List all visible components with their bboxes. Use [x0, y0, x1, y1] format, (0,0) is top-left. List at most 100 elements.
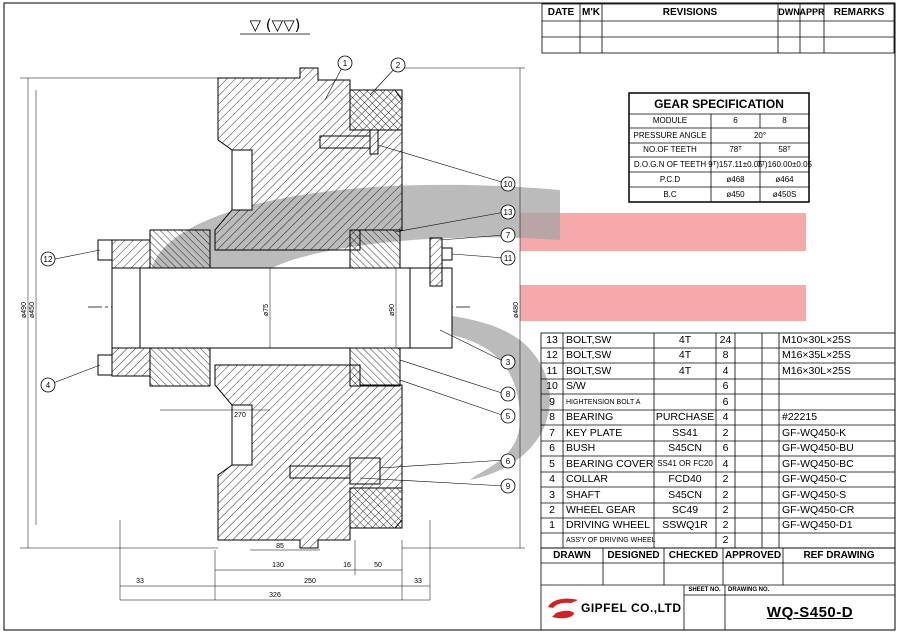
balloon-7: [500, 227, 516, 243]
bom-name: BOLT,SW: [566, 334, 612, 347]
revisions-table: [541, 3, 895, 54]
rev-col-remarks: REMARKS: [833, 6, 885, 18]
bom-no: 2: [549, 504, 555, 517]
balloon-label: 8: [506, 390, 511, 399]
company-name: GIPFEL CO.,LTD: [581, 601, 682, 615]
bom-material: S45CN: [668, 488, 702, 501]
balloon-label: 5: [506, 412, 511, 421]
bom-material: 4T: [678, 364, 692, 377]
gear-spec-value: 9ᵀ)157.11±0.05: [708, 159, 763, 169]
balloon-1: [337, 55, 353, 71]
balloon-3: [500, 354, 516, 370]
tb-designed: DESIGNED: [607, 549, 660, 561]
bom-name: BUSH: [566, 442, 596, 455]
bom-name: BEARING COVER: [566, 457, 654, 470]
bom-qty: 2: [722, 504, 729, 517]
dim-text: ø450: [29, 302, 36, 318]
rev-col-dwn: DWN: [778, 7, 800, 17]
balloon-label: 10: [504, 180, 513, 189]
bom-no: 10: [546, 380, 558, 393]
balloon-11: [500, 250, 516, 266]
gear-spec-value: 20°: [753, 130, 767, 140]
balloon-label: 12: [44, 255, 53, 264]
bom-material: SS41 OR FC20: [657, 459, 713, 468]
rev-col-revisions: REVISIONS: [662, 6, 718, 18]
dim-text: 16: [343, 562, 351, 569]
balloon-8: [500, 386, 516, 402]
balloon-6: [500, 453, 516, 469]
bom-qty: 4: [722, 457, 729, 470]
tb-drawn: DRAWN: [553, 549, 591, 561]
bom-no: 1: [549, 519, 555, 532]
gear-spec-label: B.C: [663, 189, 677, 199]
gear-spec-label: MODULE: [652, 116, 688, 125]
bom-no: 11: [546, 364, 558, 377]
gear-spec-label: D.O.G.N OF TEETH: [633, 159, 707, 169]
bom-material: SSWQ1R: [662, 519, 708, 532]
gear-spec-value: 8: [782, 116, 787, 125]
bom-name: BEARING: [566, 411, 614, 424]
title-block: [540, 547, 896, 631]
tb-drawing-no-label: DRAWING NO.: [728, 587, 770, 593]
bom-drawing: GF-WQ450-BC: [782, 457, 854, 470]
balloon-label: 2: [396, 61, 401, 70]
gear-spec-value: 78ᵀ: [729, 145, 742, 154]
balloon-label: 13: [504, 208, 513, 217]
gear-spec-value: 7ᵀ)160.00±0.05: [757, 159, 813, 169]
bom-qty: 24: [719, 334, 732, 347]
bom-qty: 2: [722, 488, 729, 501]
bom-qty: 6: [722, 395, 729, 408]
assembly-drawing: [20, 61, 525, 601]
bom-material: SS41: [672, 426, 698, 439]
tb-sheet-no-label: SHEET NO.: [688, 587, 721, 593]
balloon-12: [40, 251, 56, 267]
bom-qty: 2: [722, 519, 729, 532]
bom-material: PURCHASE: [655, 411, 715, 424]
bom-drawing: GF-WQ450-BU: [782, 442, 854, 455]
company-logo-icon: [548, 598, 578, 619]
balloon-label: 3: [506, 358, 511, 367]
watermark-logo: [150, 184, 806, 480]
balloon-5: [500, 408, 516, 424]
bom-material: 4T: [678, 349, 692, 362]
balloon-label: 11: [504, 254, 513, 263]
bom-no: 5: [549, 457, 555, 470]
dim-text: ø490: [21, 302, 28, 318]
drawing-number: WQ-S450-D: [766, 603, 854, 621]
balloon-label: 4: [46, 381, 51, 390]
bom-name: WHEEL GEAR: [566, 504, 636, 517]
gear-spec-value: 6: [733, 116, 738, 125]
bom-name: KEY PLATE: [566, 426, 623, 439]
dim-text: 326: [269, 592, 281, 599]
dim-text: ø90: [389, 304, 396, 316]
bom-drawing: GF-WQ450-C: [782, 473, 847, 486]
bom-name: BOLT,SW: [566, 364, 612, 377]
gear-spec-value: ø464: [775, 174, 794, 184]
bom-drawing: GF-WQ450-S: [782, 488, 847, 501]
gear-spec-value: ø450S: [772, 189, 797, 199]
bom-no: [541, 533, 563, 548]
surface-finish-symbol: ▽ (▽▽): [249, 16, 300, 34]
bom-qty: 4: [722, 364, 729, 377]
bom-name: SHAFT: [566, 488, 601, 501]
tb-checked: CHECKED: [668, 549, 719, 561]
balloon-9: [500, 478, 516, 494]
bom-name: COLLAR: [566, 473, 609, 486]
bom-drawing: #22215: [782, 411, 818, 424]
bom-name: ASS'Y OF DRIVING WHEEL: [566, 537, 656, 544]
gear-spec-value: 58ᵀ: [778, 145, 791, 154]
bom-material: S45CN: [668, 442, 702, 455]
bom-no: 13: [546, 334, 558, 347]
bom-qty: 2: [722, 426, 729, 439]
dim-text: 130: [272, 562, 284, 569]
tb-approved: APPROVED: [724, 549, 782, 561]
gear-spec-value: ø468: [726, 174, 745, 184]
bom-drawing: M10×30L×25S: [782, 334, 851, 347]
bom-name: DRIVING WHEEL: [566, 519, 651, 532]
sheet-border: [3, 2, 896, 631]
bom-name: HIGHTENSION BOLT A: [566, 398, 641, 406]
bom-name: S/W: [566, 380, 586, 393]
bom-name: BOLT,SW: [566, 349, 612, 362]
bom-material: [654, 533, 716, 548]
gear-spec-title: GEAR SPECIFICATION: [654, 96, 784, 111]
